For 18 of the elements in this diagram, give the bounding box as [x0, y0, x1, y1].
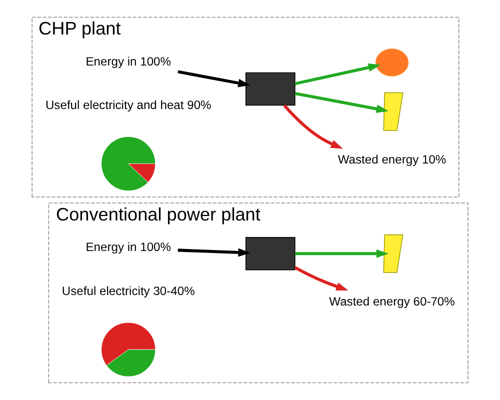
node-lightning [383, 92, 404, 131]
arrow [295, 249, 388, 258]
node-text: Wasted energy 10% [338, 152, 446, 167]
node-text: Energy in 100% [86, 54, 172, 68]
node-text: Wasted energy 60-70% [329, 294, 455, 309]
arrow [294, 266, 348, 291]
arrow [294, 92, 388, 113]
arrow [178, 248, 250, 257]
node-text: Useful electricity and heat 90% [45, 98, 212, 112]
arrow [283, 104, 343, 149]
node-lightning [383, 234, 404, 273]
arrow [178, 70, 250, 88]
node-cloud [375, 48, 409, 76]
node-text: Energy in 100% [86, 240, 172, 254]
arrow [294, 63, 380, 86]
node-box [245, 237, 296, 270]
node-box [245, 72, 296, 106]
node-text: Useful electricity 30-40% [62, 284, 195, 298]
